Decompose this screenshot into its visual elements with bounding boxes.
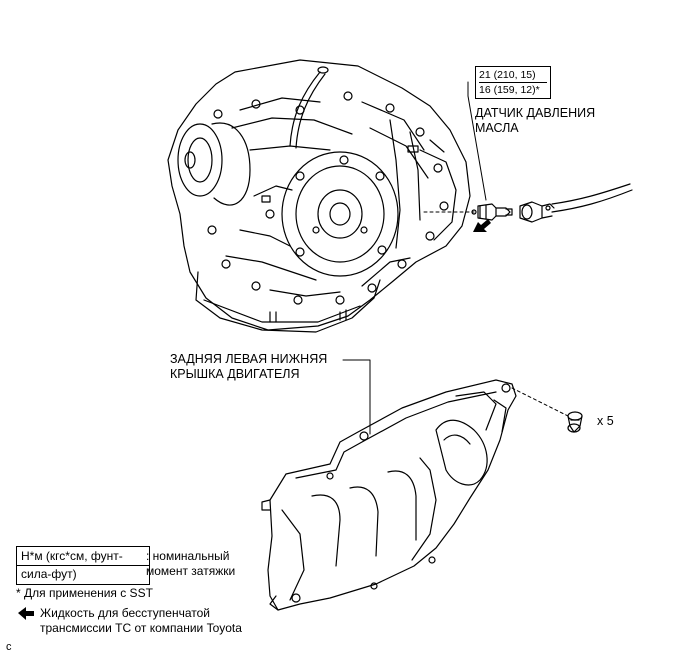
- transaxle-drawing: [167, 59, 471, 333]
- legend-fluid-line2: трансмиссии ТС от компании Toyota: [40, 621, 242, 635]
- legend-unit-box: Н*м (кгс*см, фунт- сила-фут): [16, 546, 150, 585]
- figure-code: c: [6, 641, 12, 653]
- clip-drawing: [567, 411, 583, 433]
- fluid-arrow-icon: [18, 607, 34, 620]
- torque-spec-box: 21 (210, 15) 16 (159, 12)*: [475, 66, 551, 99]
- engine-cover-label: ЗАДНЯЯ ЛЕВАЯ НИЖНЯЯ КРЫШКА ДВИГАТЕЛЯ: [170, 352, 327, 382]
- sensor-connector-drawing: [519, 183, 633, 223]
- legend-unit-description: : номинальный момент затяжки: [146, 549, 235, 579]
- legend-unit-line2: сила-фут): [17, 565, 149, 582]
- legend-sst-note: * Для применения с SST: [16, 586, 153, 600]
- legend-fluid-note: Жидкость для бесступенчатой трансмиссии …: [40, 606, 242, 636]
- torque-spec-line1: 21 (210, 15): [479, 69, 536, 81]
- oil-pressure-sensor-label: ДАТЧИК ДАВЛЕНИЯ МАСЛА: [475, 106, 595, 136]
- oil-pressure-sensor-label-line1: ДАТЧИК ДАВЛЕНИЯ: [475, 106, 596, 120]
- oil-pressure-sensor-drawing: [471, 203, 513, 221]
- torque-spec-line2: 16 (159, 12)*: [479, 82, 547, 97]
- clip-quantity: x 5: [597, 414, 614, 428]
- legend-unit-desc-line1: : номинальный: [146, 549, 230, 563]
- engine-under-cover-drawing: [261, 379, 517, 611]
- legend-fluid-line1: Жидкость для бесступенчатой: [40, 606, 211, 620]
- legend-unit-line1: Н*м (кгс*см, фунт-: [21, 549, 123, 563]
- engine-cover-label-line1: ЗАДНЯЯ ЛЕВАЯ НИЖНЯЯ: [170, 352, 328, 366]
- fluid-arrow-icon: [473, 219, 491, 232]
- legend-unit-desc-line2: момент затяжки: [146, 564, 236, 578]
- oil-pressure-sensor-label-line2: МАСЛА: [475, 121, 519, 135]
- engine-cover-label-line2: КРЫШКА ДВИГАТЕЛЯ: [170, 367, 300, 381]
